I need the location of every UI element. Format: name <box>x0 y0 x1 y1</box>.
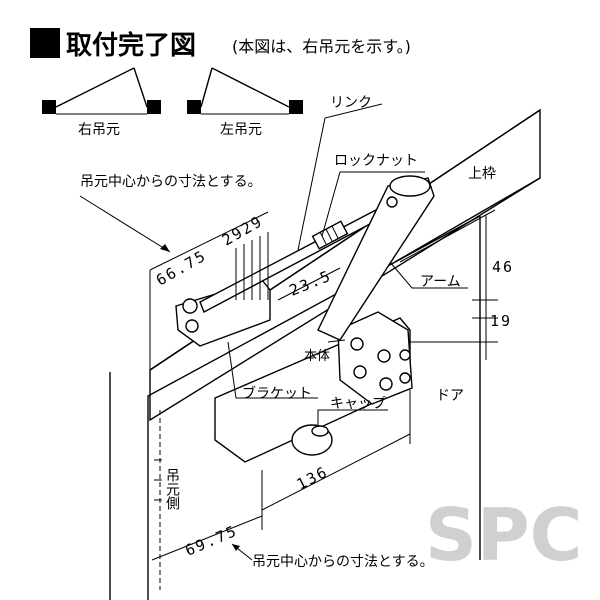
hinge-right-label: 右吊元 <box>78 122 120 138</box>
title-square-icon <box>30 28 60 58</box>
label-bracket: ブラケット <box>242 385 312 402</box>
dimension-19: 19 <box>490 312 512 330</box>
label-link: リンク <box>330 95 372 111</box>
title-note: (本図は、右吊元を示す。) <box>232 37 411 56</box>
top-dimension-note: 吊元中心からの寸法とする。 <box>80 174 262 190</box>
hinge-left-label: 左吊元 <box>220 122 262 138</box>
hinge-right-symbol <box>42 67 161 115</box>
label-lock-nut: ロックナット <box>334 153 418 169</box>
page-title: 取付完了図 <box>66 30 196 61</box>
hinge-left-symbol <box>187 67 303 115</box>
label-cap: キャップ <box>330 396 386 412</box>
dimension-29-29: 2929 <box>219 212 266 250</box>
dimension-46: 46 <box>492 258 514 276</box>
cap <box>291 424 333 456</box>
bottom-dimension-note: 吊元中心からの寸法とする。 <box>252 554 434 570</box>
main-arm <box>317 175 435 341</box>
watermark-logo: SPC <box>425 493 582 577</box>
closer-body <box>214 311 413 463</box>
dimension-66-75: 66.75 <box>153 246 210 289</box>
label-door: ドア <box>436 388 464 404</box>
dimension-69-75: 69.75 <box>183 522 241 560</box>
label-body: 本体 <box>304 349 330 364</box>
label-hinge-side-group: 吊元側 <box>164 468 180 510</box>
label-hinge-side: 吊元側 <box>164 468 180 510</box>
label-upper-frame: 上枠 <box>468 166 496 182</box>
label-arm: アーム <box>420 274 461 290</box>
dimension-136: 136 <box>294 463 332 494</box>
